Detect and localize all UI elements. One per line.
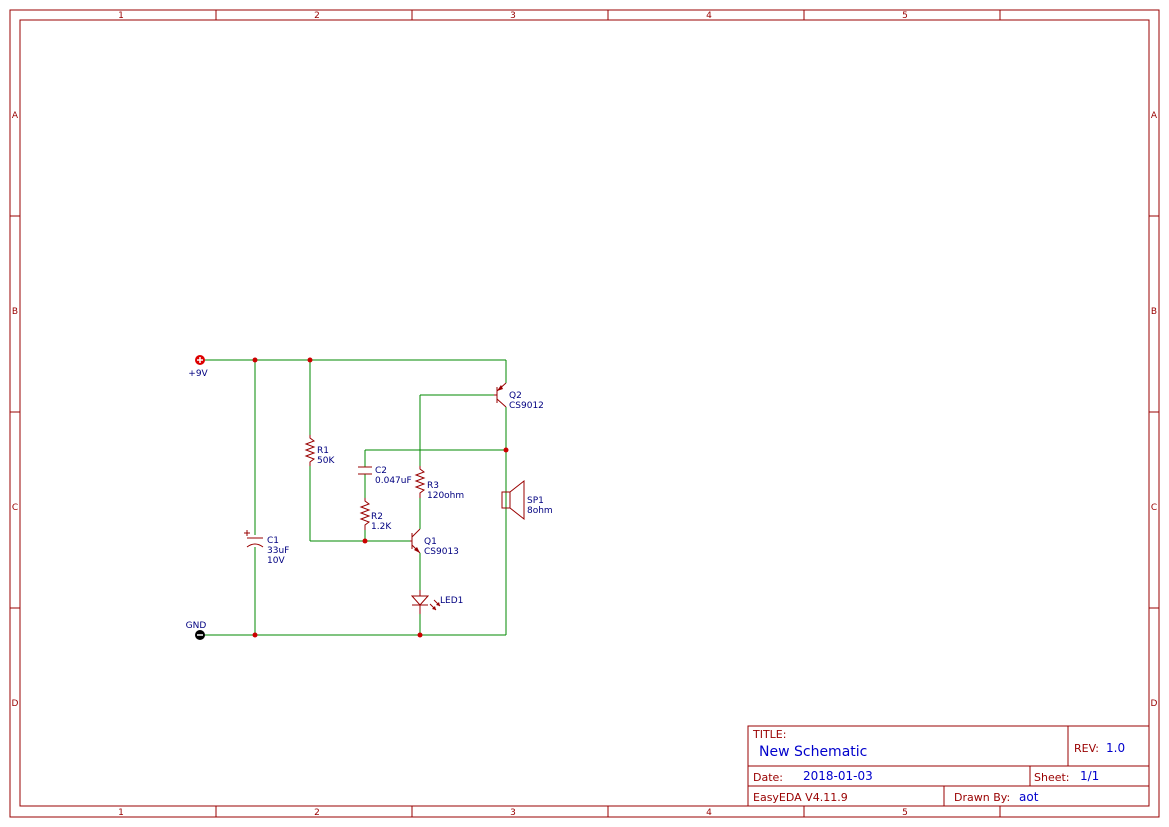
row-label-right-d: D: [1151, 699, 1158, 709]
rev-key: REV:: [1074, 742, 1099, 755]
row-label-left-b: B: [12, 307, 18, 317]
sheet-key: Sheet:: [1034, 771, 1070, 784]
col-label-top-1: 1: [118, 11, 124, 21]
ground-label: GND: [186, 621, 207, 631]
rev-value: 1.0: [1106, 741, 1125, 755]
col-label-top-5: 5: [902, 11, 908, 21]
sp1-symbol: [501, 479, 525, 521]
sp1-ref: SP1: [527, 496, 544, 506]
row-label-right-a: A: [1151, 111, 1158, 121]
row-label-right-c: C: [1151, 503, 1157, 513]
c2-symbol: [358, 466, 372, 475]
row-label-left-c: C: [12, 503, 18, 513]
r1-ref: R1: [317, 446, 329, 456]
drawn-by-key: Drawn By:: [954, 791, 1010, 804]
row-dividers: [10, 215, 1159, 609]
c1-voltage: 10V: [267, 556, 285, 566]
r2-value: 1.2K: [371, 522, 392, 532]
q2-value: CS9012: [509, 401, 544, 411]
software-version: EasyEDA V4.11.9: [753, 791, 848, 804]
r3-value: 120ohm: [427, 491, 464, 501]
r3-ref: R3: [427, 481, 439, 491]
row-label-left-d: D: [12, 699, 19, 709]
outer-frame: [9, 9, 1160, 818]
date-key: Date:: [753, 771, 783, 784]
junctions: [252, 357, 509, 638]
q2-ref: Q2: [509, 391, 522, 401]
q2-symbol: [494, 382, 507, 408]
col-label-top-3: 3: [510, 11, 516, 21]
col-label-bottom-5: 5: [902, 808, 908, 818]
drawn-by-value: aot: [1019, 790, 1039, 804]
col-label-top-2: 2: [314, 11, 320, 21]
c1-value: 33uF: [267, 546, 289, 556]
c1-ref: C1: [267, 536, 279, 546]
c2-ref: C2: [375, 466, 387, 476]
schematic-title: New Schematic: [759, 744, 867, 760]
c1-symbol: [244, 530, 264, 548]
date-value: 2018-01-03: [803, 769, 873, 783]
power-label: +9V: [188, 369, 208, 379]
r1-symbol: [304, 435, 316, 466]
led1-ref: LED1: [440, 596, 463, 606]
r3-symbol: [414, 466, 426, 498]
title-block: [747, 725, 1150, 807]
q1-ref: Q1: [424, 537, 437, 547]
col-label-bottom-2: 2: [314, 808, 320, 818]
col-label-bottom-3: 3: [510, 808, 516, 818]
col-label-top-4: 4: [706, 11, 712, 21]
title-key: TITLE:: [752, 728, 786, 741]
r2-ref: R2: [371, 512, 383, 522]
led1-symbol: [410, 590, 441, 614]
sheet-value: 1/1: [1080, 769, 1099, 783]
q1-symbol: [410, 528, 421, 554]
col-label-bottom-4: 4: [706, 808, 712, 818]
c2-value: 0.047uF: [375, 476, 412, 486]
power-symbol-9v: [195, 355, 205, 365]
r2-symbol: [359, 498, 371, 530]
q1-value: CS9013: [424, 547, 459, 557]
row-label-right-b: B: [1151, 307, 1157, 317]
sp1-value: 8ohm: [527, 506, 553, 516]
ground-symbol: [195, 630, 205, 640]
column-dividers: [215, 10, 1001, 817]
r1-value: 50K: [317, 456, 335, 466]
row-label-left-a: A: [12, 111, 19, 121]
inner-frame: [19, 19, 1150, 807]
col-label-bottom-1: 1: [118, 808, 124, 818]
